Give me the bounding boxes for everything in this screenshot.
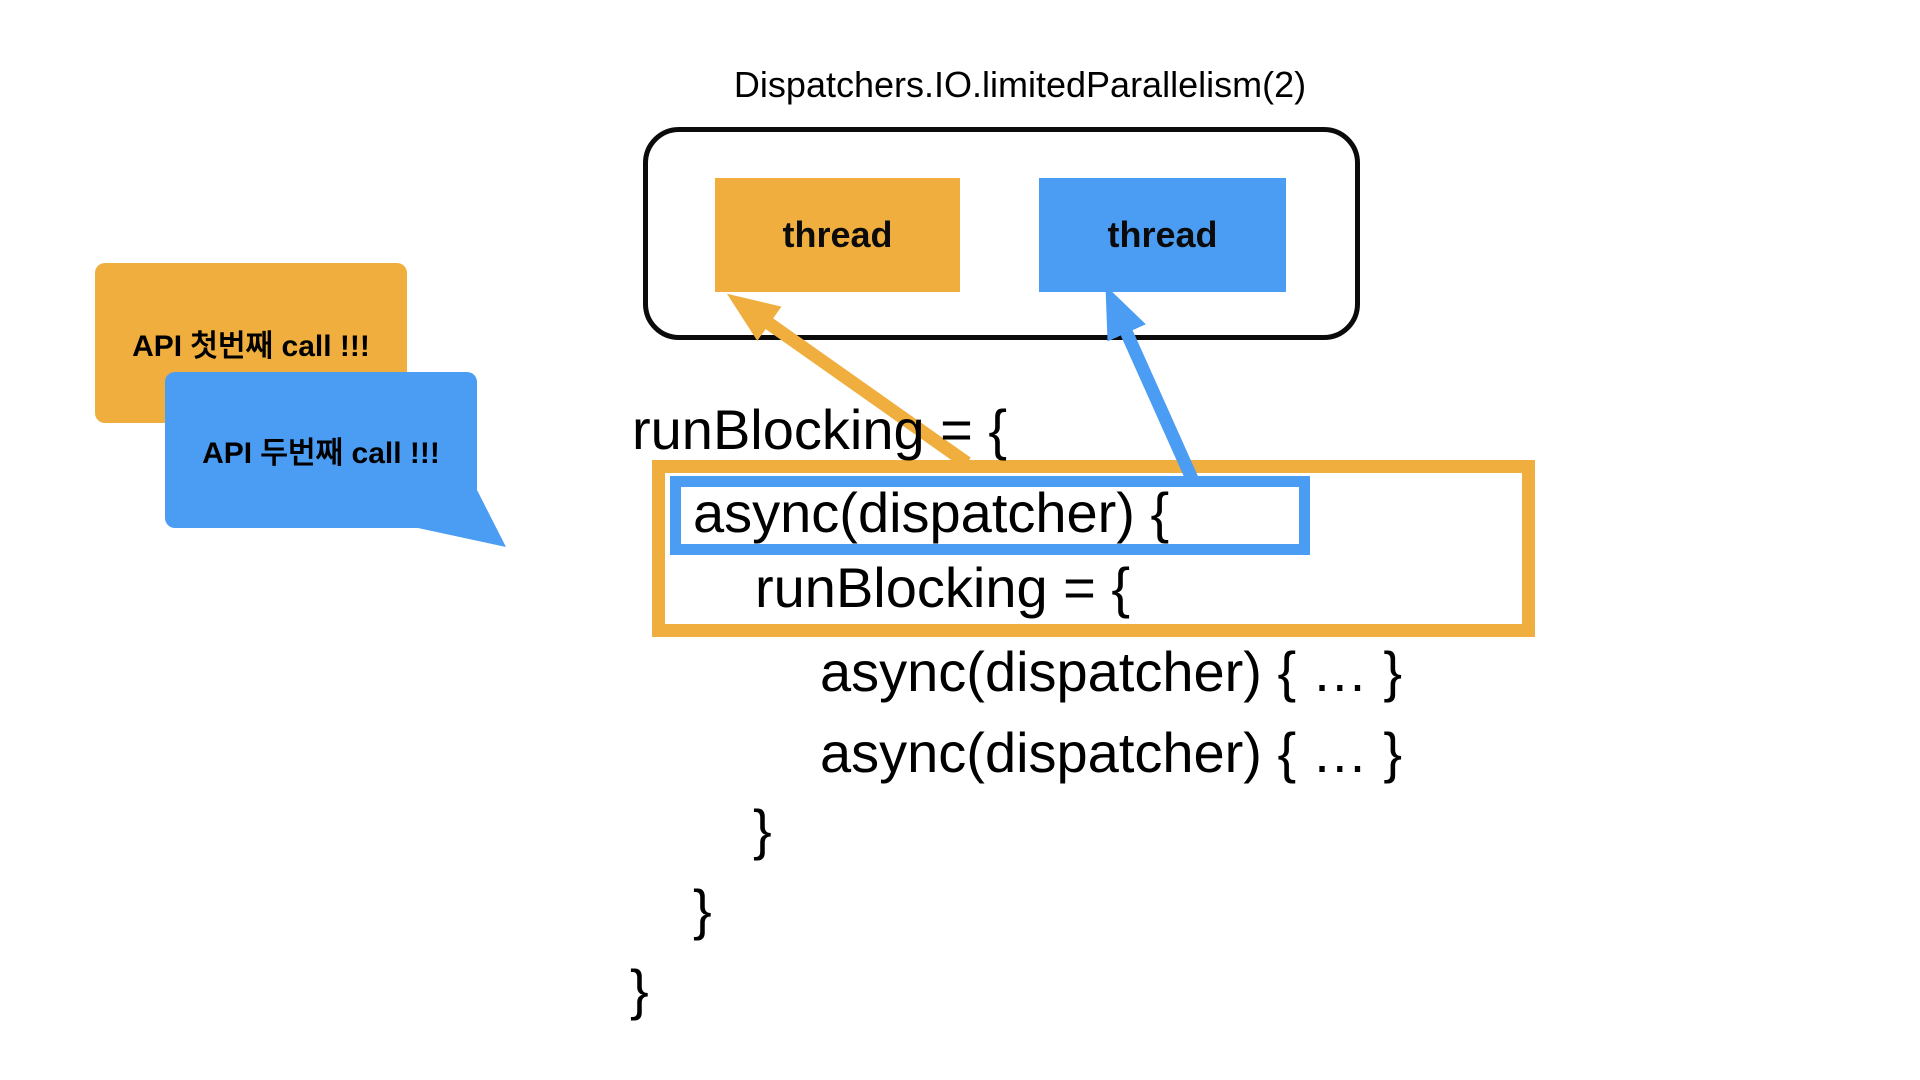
code-line: runBlocking = {	[632, 398, 1008, 461]
thread-box-orange: thread	[715, 178, 960, 292]
highlight-box-orange	[652, 460, 1535, 637]
code-line: async(dispatcher) {	[693, 481, 1170, 544]
dispatcher-title: Dispatchers.IO.limitedParallelism(2)	[733, 64, 1307, 105]
highlight-box-blue	[670, 476, 1310, 555]
thread-pool-container	[643, 127, 1360, 340]
code-line: async(dispatcher) { … }	[820, 721, 1403, 784]
callout-label: API 첫번째 call !!!	[132, 330, 370, 363]
code-line: }	[630, 958, 649, 1021]
callout-second-api-call: API 두번째 call !!!	[165, 372, 477, 528]
code-line: }	[693, 878, 712, 941]
code-line: }	[753, 798, 772, 861]
code-line: async(dispatcher) { … }	[820, 640, 1403, 703]
thread-label: thread	[1107, 214, 1218, 255]
thread-label: thread	[782, 214, 893, 255]
code-line: runBlocking = {	[755, 556, 1131, 619]
callout-label: API 두번째 call !!!	[202, 437, 440, 470]
thread-box-blue: thread	[1039, 178, 1286, 292]
